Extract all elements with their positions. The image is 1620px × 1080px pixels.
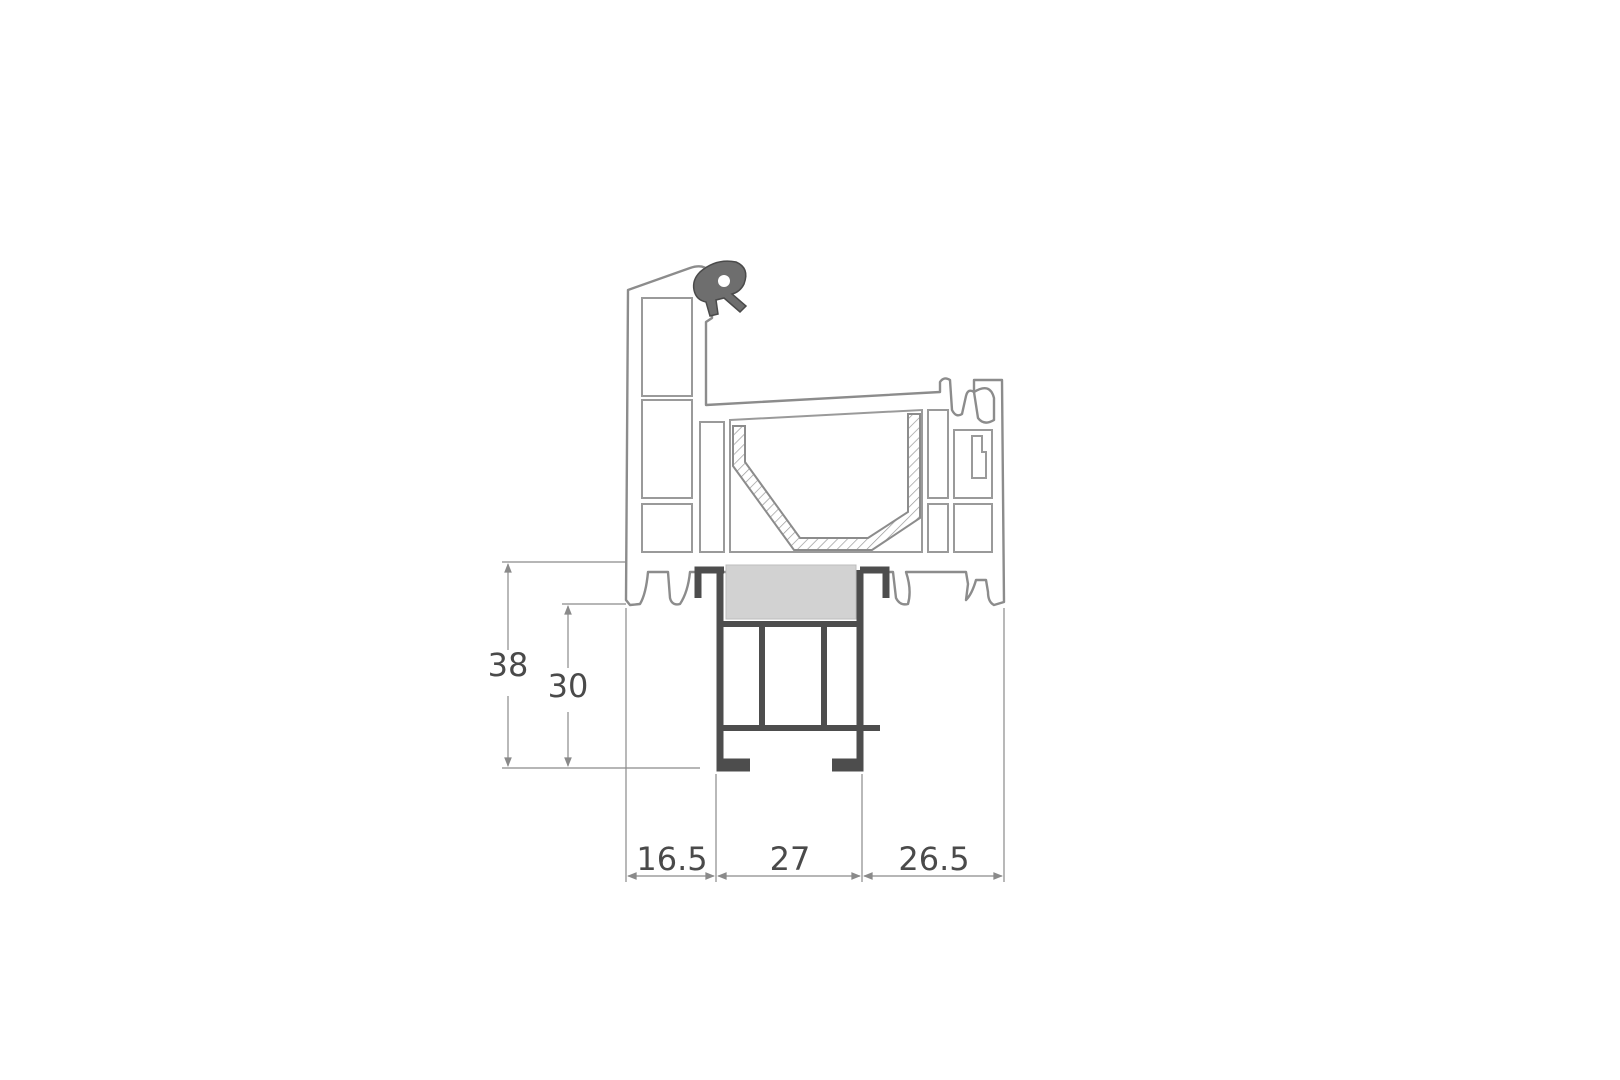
pvc-frame-profile [624,265,1006,607]
dim-label-26-5: 26.5 [898,840,969,878]
dim-label-30: 30 [548,667,589,705]
right-top-hook [972,386,996,424]
alu-inner-webs [720,621,880,731]
dim-label-27: 27 [770,840,811,878]
left-chamber-1 [641,297,693,397]
seal-gasket [692,260,748,317]
dimensions: 38 30 16.5 27 26.5 [488,561,1005,882]
dim-label-38: 38 [488,646,529,684]
alu-right-flange [860,566,890,598]
dim-label-16-5: 16.5 [636,840,707,878]
right-chamber-1 [927,409,949,499]
gasket-body [692,260,748,317]
insulating-insert [725,564,857,620]
right-chamber-2 [927,503,949,553]
right-clip-notch [971,435,987,479]
left-chamber-2 [641,399,693,499]
alu-bottom-lips [716,762,864,772]
steel-reinforcement [732,413,921,551]
right-chamber-4 [953,503,993,553]
left-chamber-3 [641,503,693,553]
left-chamber-4 [699,421,725,553]
aluminium-profile [694,564,890,772]
alu-left-flange [694,566,724,598]
gasket-hole [718,275,730,287]
